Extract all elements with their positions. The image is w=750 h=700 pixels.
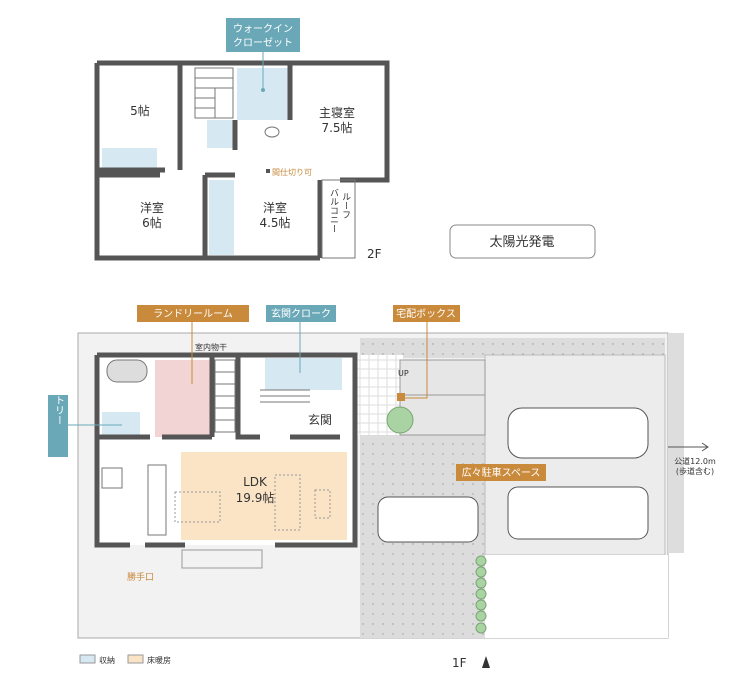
fridge [101, 467, 123, 489]
floor-label-2f: 2F [367, 247, 382, 261]
solar-badge [449, 224, 596, 259]
arrow-right-icon [668, 442, 709, 452]
pantry-callout [48, 395, 68, 457]
western-room-6-size: 6帖 [142, 215, 162, 230]
cloak-callout-text: 玄関クローク [271, 307, 331, 320]
road-note: (歩道含む) [676, 466, 714, 476]
road-label: 公道12.0m [674, 456, 716, 466]
parking-callout-text: 広々駐車スペース [462, 466, 541, 479]
pantry-callout-text: パントリー [53, 375, 65, 425]
deck [181, 549, 263, 569]
western-room-6-name: 洋室 [140, 200, 164, 215]
laundry-room [155, 360, 212, 437]
floor-1f: LDK 19.9帖 玄関 室内物干 勝手口 UP ランドリールーム 玄関クローク… [48, 305, 716, 670]
stairs-1f [214, 359, 236, 433]
master-bedroom-size: 7.5帖 [321, 120, 352, 135]
ldk-floor-heating [181, 452, 347, 540]
storage-western [209, 180, 234, 255]
floor-label-1f: 1F [452, 656, 467, 670]
delivery-callout-text: 宅配ボックス [396, 307, 456, 320]
ldk-size: 19.9帖 [236, 490, 275, 505]
legend: 収納 床暖房 [79, 654, 171, 665]
parking-callout [456, 464, 546, 481]
legend-storage: 収納 [99, 655, 115, 665]
room-5jo: 5帖 [130, 103, 150, 118]
solar-label: 太陽光発電 [489, 235, 554, 250]
master-bedroom-name: 主寝室 [319, 105, 355, 120]
cloak-callout [266, 305, 336, 322]
balcony-label: バルコニー [328, 188, 339, 233]
north-arrow-icon [482, 656, 490, 668]
wic-callout-line2: クローゼット [233, 37, 293, 49]
floor-2f: 5帖 主寝室 7.5帖 洋室 6帖 洋室 4.5帖 ルーフ バルコニー 間仕切り… [94, 18, 596, 261]
road [668, 333, 684, 553]
legend-heating-swatch [127, 654, 144, 664]
legend-floor-heating: 床暖房 [147, 655, 171, 665]
delivery-box-icon [397, 393, 405, 401]
wic-callout-line1: ウォークイン [233, 23, 293, 35]
delivery-callout [393, 305, 460, 322]
tree-icon [386, 406, 414, 434]
ldk-name: LDK [243, 475, 268, 489]
car-icon [377, 407, 649, 543]
indoor-drying-label: 室内物干 [195, 342, 227, 352]
storage-hall [207, 120, 235, 148]
kitchen-counter [147, 464, 167, 536]
western-room-45-name: 洋室 [263, 200, 287, 215]
balcony [321, 179, 356, 259]
back-door-label: 勝手口 [127, 571, 154, 583]
laundry-callout-text: ランドリールーム [153, 308, 233, 320]
bathtub-icon [106, 359, 148, 383]
up-label: UP [398, 369, 409, 378]
shoe-shelf [260, 389, 310, 403]
entrance-cloak [265, 358, 342, 390]
legend-storage-swatch [79, 654, 96, 664]
partition-note: 間仕切り可 [272, 167, 312, 177]
toilet-icon [264, 126, 280, 138]
hedge [475, 555, 487, 634]
entrance-label: 玄関 [308, 412, 332, 427]
laundry-callout [137, 305, 249, 322]
roof-label: ルーフ [340, 192, 351, 219]
sofa [274, 474, 331, 531]
wic-callout [226, 18, 300, 52]
stairs-2f [194, 67, 234, 119]
dining-table [174, 491, 221, 523]
western-room-45-size: 4.5帖 [259, 215, 290, 230]
